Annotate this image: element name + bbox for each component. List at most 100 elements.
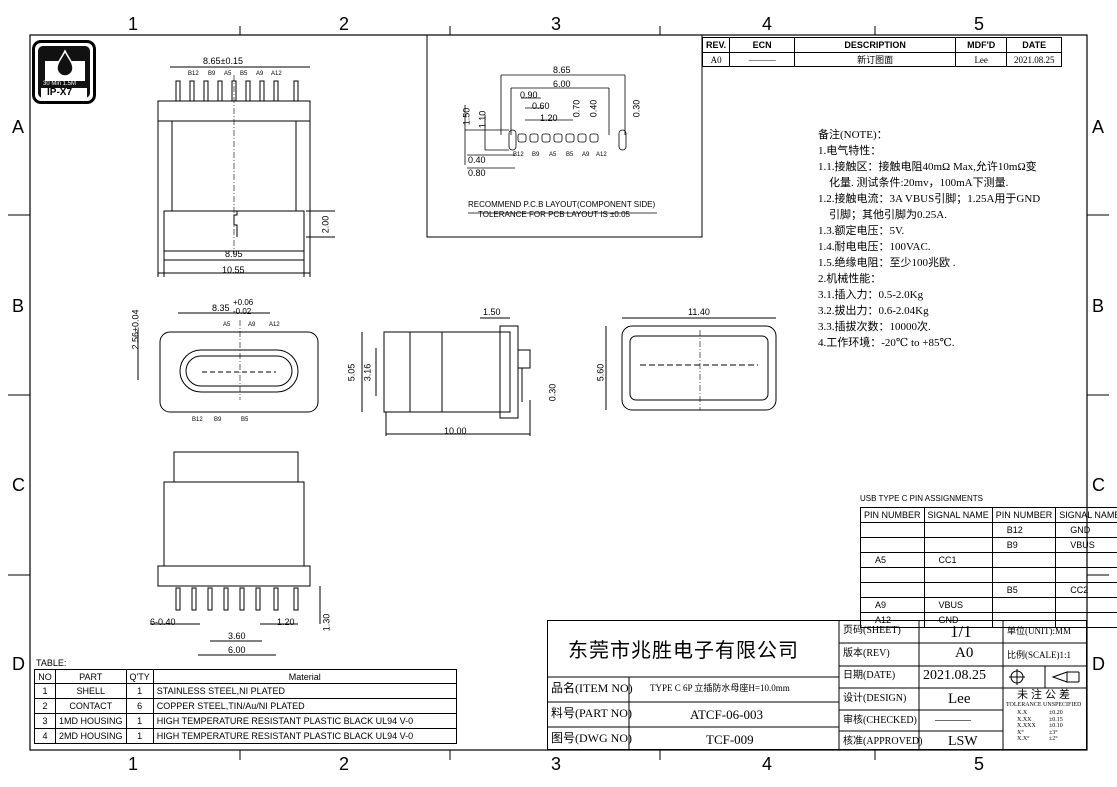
pcb-pin-label: B9: [532, 152, 540, 158]
date-label: 日期(DATE): [843, 670, 896, 681]
company-name: 东莞市兆胜电子有限公司: [568, 640, 799, 662]
top-pin-label: B9: [208, 71, 216, 77]
top-width-dim: 8.65±0.15: [203, 56, 243, 66]
back-dim: 11.40: [688, 307, 710, 317]
top-pin-label: A12: [271, 71, 282, 77]
pcb-dim: 0.90: [520, 90, 538, 100]
unit-label: 单位(UNIT):MM: [1007, 626, 1071, 636]
modified-value: Lee: [955, 52, 1008, 67]
pcb-dim: 0.40: [588, 99, 599, 118]
row-label: C: [12, 475, 25, 495]
note-line: 1.4.耐电电压：100VAC.: [818, 241, 931, 253]
pcb-dim: 8.65: [553, 65, 571, 75]
approved-label: 核准(APPROVED): [843, 736, 923, 747]
col-label: 1: [128, 754, 139, 774]
side-dim: 1.50: [483, 307, 501, 317]
item-value: TYPE C 6P 立插防水母座H=10.0mm: [650, 683, 790, 693]
col-label: 3: [551, 754, 562, 774]
side-dim: 5.05: [346, 363, 357, 382]
bottom-dim: 6-0.40: [150, 617, 176, 627]
front-tol-minus: -0.02: [233, 307, 252, 316]
note-line: 3.3.插拔次数：10000次.: [818, 321, 931, 333]
note-line: 3.2.拔出力：0.6-2.04Kg: [818, 305, 929, 317]
top-pin-label: A5: [224, 71, 232, 77]
water-drop-icon: [45, 49, 85, 81]
top-view: [157, 66, 335, 277]
material-table-label: TABLE:: [36, 658, 67, 668]
pcb-dim: 0.30: [631, 99, 642, 118]
ecn-header: ECN: [729, 37, 796, 53]
pcb-pin-label: A12: [596, 152, 607, 158]
dwg-label: 图号(DWG NO): [551, 731, 632, 745]
bottom-dim: 1.30: [321, 613, 332, 632]
tolerance-subtitle: TOLERANCE UNSPECIFIED: [1006, 702, 1082, 708]
pcb-layout-view: [426, 35, 703, 238]
side-dim: 3.16: [362, 363, 373, 382]
row-label: A: [1092, 117, 1105, 137]
pcb-title: RECOMMEND P.C.B LAYOUT(COMPONENT SIDE): [468, 200, 656, 209]
col-label: 1: [128, 14, 139, 34]
front-pin-label: B5: [241, 417, 249, 423]
pcb-dim: 1.20: [540, 113, 558, 123]
pcb-dim: 0.70: [571, 99, 582, 118]
col-label: 2: [339, 754, 350, 774]
logo-rating: IP-X7: [47, 87, 73, 98]
pcb-dim: 0.60: [532, 101, 550, 111]
pcb-pin-label: B5: [566, 152, 574, 158]
top-pin-label: B5: [240, 71, 248, 77]
pcb-dim: 0.80: [468, 168, 486, 178]
front-view: [137, 312, 319, 413]
description-value: 新订图面: [794, 52, 957, 67]
scale-label: 比例(SCALE)1:1: [1007, 650, 1071, 660]
note-line: 4.工作环境：-20℃ to +85℃.: [818, 337, 955, 349]
date-value: 2021.08.25: [1006, 52, 1063, 67]
notes-block: 备注(NOTE)： 1.电气特性： 1.1.接触区：接触电阻40mΩ Max,允…: [818, 127, 1040, 351]
date-header: DATE: [1006, 37, 1063, 53]
top-pin-label: A9: [256, 71, 264, 77]
approved-value: LSW: [948, 734, 978, 749]
pin-table-title: USB TYPE C PIN ASSIGNMENTS: [860, 494, 983, 503]
description-header: DESCRIPTION: [794, 37, 957, 53]
note-line: 3.1.插入力：0.5-2.0Kg: [818, 289, 924, 301]
back-dim: 5.60: [595, 363, 606, 382]
pcb-dim: 0.40: [468, 155, 486, 165]
pin-header: PIN NUMBER: [991, 507, 1057, 523]
ecn-value: ———: [729, 52, 796, 67]
bottom-dim: 3.60: [228, 631, 246, 641]
design-value: Lee: [948, 691, 971, 707]
top-dim: 8.95: [225, 249, 243, 259]
note-line: 备注(NOTE)：: [818, 129, 888, 141]
pin-assignment-table: PIN NUMBER SIGNAL NAME PIN NUMBER SIGNAL…: [860, 507, 1117, 628]
note-line: 引脚；其他引脚为0.25A.: [818, 209, 947, 221]
col-label: 5: [974, 754, 985, 774]
front-pin-label: A9: [248, 322, 256, 328]
pcb-pin-label: B12: [513, 152, 524, 158]
col-label: 4: [762, 14, 773, 34]
bottom-view: [150, 451, 321, 656]
signal-header: SIGNAL NAME: [923, 507, 993, 523]
top-dim: 2.00: [320, 215, 331, 234]
pcb-dim: 6.00: [553, 79, 571, 89]
projection-symbol-icon: [1009, 669, 1080, 685]
front-pin-label: B9: [214, 417, 222, 423]
col-label: 3: [551, 14, 562, 34]
front-pin-label: A12: [269, 322, 280, 328]
pcb-dim: 1.10: [477, 110, 488, 129]
checked-label: 审核(CHECKED): [843, 715, 917, 726]
row-label: A: [12, 117, 25, 137]
logo-depth: 30 Min 1.5M: [43, 81, 77, 87]
rev-label: 版本(REV): [843, 648, 890, 659]
pcb-tolerance: TOLERANCE FOR PCB LAYOUT IS ±0.05: [478, 210, 630, 219]
note-line: 1.1.接触区：接触电阻40mΩ Max,允许10mΩ变: [818, 161, 1037, 173]
note-line: 1.5.绝缘电阻：至少100兆欧 .: [818, 257, 956, 269]
sheet-value: 1/1: [950, 622, 972, 641]
item-label: 品名(ITEM NO): [551, 681, 633, 695]
note-line: 1.电气特性：: [818, 145, 882, 157]
